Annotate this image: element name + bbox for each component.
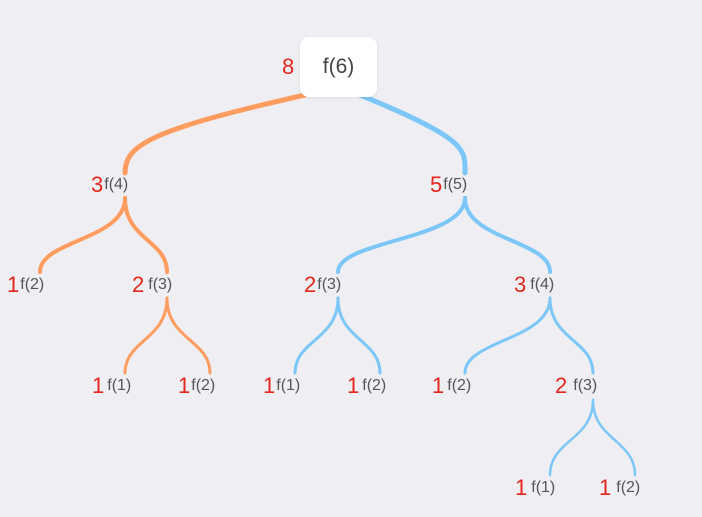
call-label: f(3) <box>148 276 173 293</box>
call-count: 1 <box>599 475 612 500</box>
edge-root-n1 <box>122 92 308 176</box>
call-count: 3 <box>91 172 104 197</box>
call-label: f(4) <box>530 276 555 293</box>
call-label: f(2) <box>616 479 641 496</box>
edge-n4-n8 <box>165 296 212 375</box>
root-count: 8 <box>282 54 295 79</box>
edge-n12-n13 <box>548 398 595 477</box>
edge-n5-n9 <box>293 296 340 375</box>
call-label: f(3) <box>317 276 342 293</box>
edge-n12-n14 <box>591 398 637 477</box>
call-count: 1 <box>515 475 528 500</box>
call-label: f(2) <box>447 377 472 394</box>
call-count: 1 <box>263 373 276 398</box>
edge-n1-n3 <box>38 196 127 274</box>
edge-n4-n7 <box>123 296 169 375</box>
edge-n6-n12 <box>548 296 595 375</box>
call-count: 5 <box>430 172 443 197</box>
edge-n2-n6 <box>463 196 552 274</box>
call-label: f(1) <box>531 479 556 496</box>
call-count: 2 <box>132 272 145 297</box>
edge-root-n2 <box>357 92 468 176</box>
call-label: f(2) <box>362 377 387 394</box>
call-label: f(1) <box>107 377 132 394</box>
edge-n2-n5 <box>336 196 467 274</box>
call-count: 1 <box>92 373 105 398</box>
call-label: f(2) <box>191 377 216 394</box>
call-label: f(1) <box>276 377 301 394</box>
call-label: f(2) <box>20 276 45 293</box>
edge-n6-n11 <box>463 296 552 375</box>
tree-node: 2 f(3) <box>555 375 597 397</box>
call-count: 1 <box>7 272 20 297</box>
call-count: 3 <box>514 272 527 297</box>
call-label: f(4) <box>104 176 129 193</box>
call-count: 2 <box>555 373 568 398</box>
root-node: f(6) <box>300 37 377 97</box>
edge-n1-n4 <box>123 196 169 274</box>
call-label: f(5) <box>443 176 468 193</box>
edge-n5-n10 <box>336 296 382 375</box>
call-count: 1 <box>178 373 191 398</box>
call-label: f(3) <box>573 377 598 394</box>
root-label: f(6) <box>322 55 355 78</box>
call-count: 2 <box>304 272 317 297</box>
call-count: 1 <box>347 373 360 398</box>
call-count: 1 <box>432 373 445 398</box>
